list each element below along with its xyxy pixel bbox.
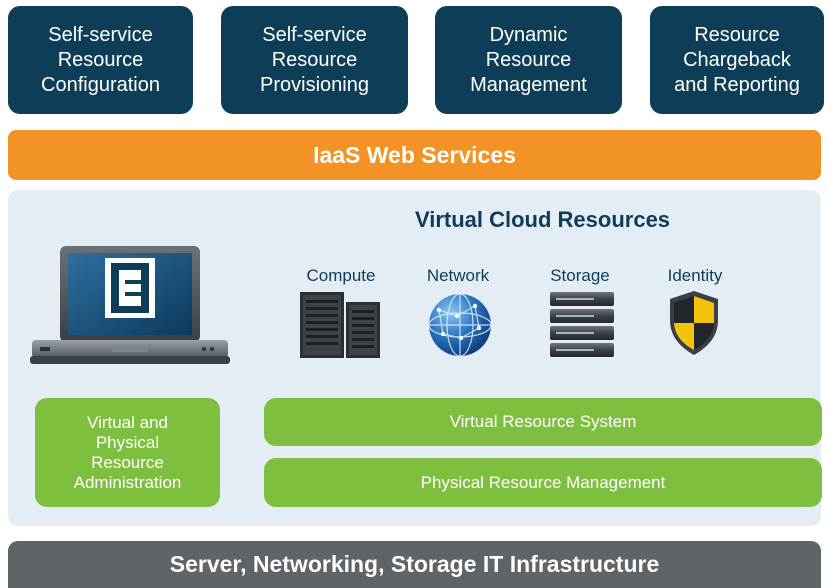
admin-line: Resource <box>91 452 164 472</box>
resource-label-network: Network <box>426 266 490 285</box>
resource-label-identity: Identity <box>667 266 723 285</box>
box-line: Dynamic <box>489 23 568 46</box>
box-line: Chargeback <box>683 48 791 71</box>
box-self-service-provisioning: Self-service Resource Provisioning <box>221 6 408 114</box>
box-line: Resource <box>485 48 572 71</box>
virtual-cloud-resources-title: Virtual Cloud Resources <box>414 207 671 232</box>
box-resource-chargeback-reporting: Resource Chargeback and Reporting <box>650 6 824 114</box>
box-line: Provisioning <box>260 73 369 96</box>
e-logo-icon <box>105 258 155 318</box>
admin-line: Physical <box>95 432 160 452</box>
box-line: Self-service <box>262 23 367 46</box>
box-line: Resource <box>57 48 144 71</box>
box-line: and Reporting <box>674 73 800 96</box>
box-line: Resource <box>694 23 780 46</box>
server-rack-icon <box>300 292 380 358</box>
box-line: Configuration <box>41 73 160 96</box>
shield-icon <box>670 291 718 355</box>
box-line: Resource <box>271 48 358 71</box>
box-line: Self-service <box>48 23 153 46</box>
admin-box: Virtual and Physical Resource Administra… <box>35 398 220 507</box>
iaas-web-services-bar: IaaS Web Services <box>8 130 821 180</box>
resource-label-compute: Compute <box>306 266 376 285</box>
physical-resource-management-box: Physical Resource Management <box>264 458 822 507</box>
admin-line: Administration <box>73 472 182 492</box>
box-line: Management <box>470 73 587 96</box>
storage-stack-icon <box>550 292 614 357</box>
box-self-service-configuration: Self-service Resource Configuration <box>8 6 193 114</box>
box-dynamic-resource-management: Dynamic Resource Management <box>435 6 622 114</box>
virtual-resource-system-box: Virtual Resource System <box>264 398 822 446</box>
it-infrastructure-bar: Server, Networking, Storage IT Infrastru… <box>8 541 821 588</box>
globe-network-icon <box>428 293 492 357</box>
admin-line: Virtual and <box>87 412 168 432</box>
resource-label-storage: Storage <box>550 266 610 285</box>
